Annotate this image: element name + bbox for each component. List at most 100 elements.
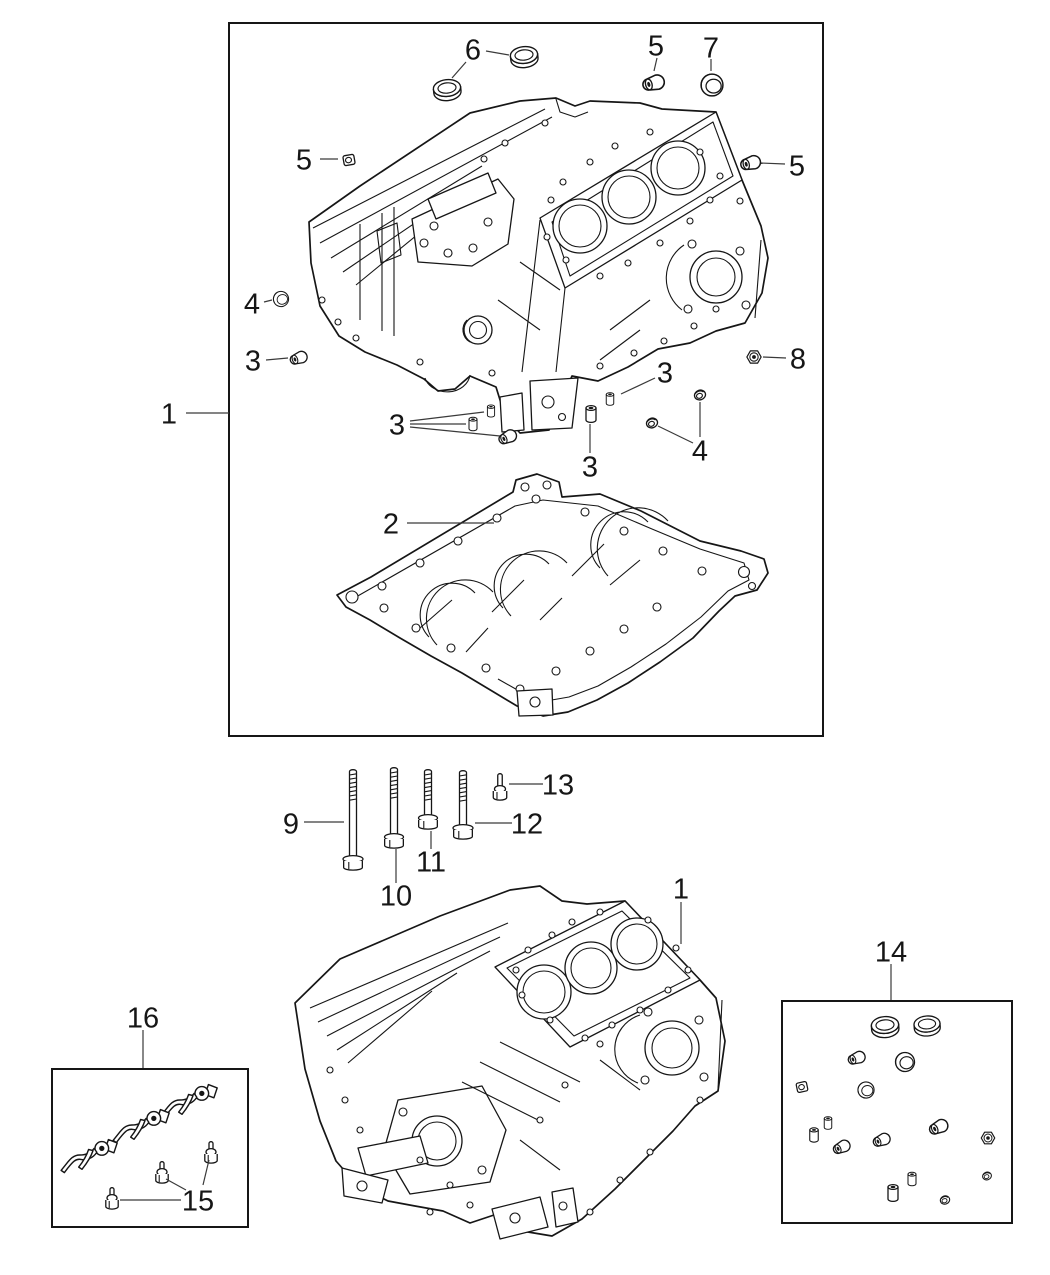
- callout-label-5: 5: [648, 30, 664, 62]
- part-bolt: [383, 767, 405, 849]
- bolt-shank: [389, 767, 399, 838]
- part-jet: [112, 1108, 170, 1144]
- part-cup: [270, 288, 292, 310]
- part-dome: [692, 387, 708, 403]
- bolt-shank: [423, 769, 433, 819]
- gasket-bolt-holes-lower: [512, 908, 692, 1042]
- bolt-shank: [458, 770, 468, 829]
- part-cup: [700, 73, 724, 97]
- part-nut: [980, 1131, 996, 1145]
- part-dome: [644, 415, 660, 431]
- part-plug-m: [887, 1183, 899, 1203]
- part-plug-s: [640, 72, 667, 94]
- part-cup: [893, 1050, 917, 1074]
- leader-line: [451, 61, 467, 79]
- callout-label-3: 3: [657, 357, 673, 389]
- leader-line: [760, 162, 786, 165]
- bedplate-art: [336, 473, 769, 717]
- part-plug-s: [830, 1137, 853, 1157]
- callout-label-6: 6: [465, 34, 481, 66]
- callout-label-3: 3: [245, 345, 261, 377]
- callout-label-5: 5: [789, 150, 805, 182]
- box-assembly: [228, 22, 824, 737]
- callout-label-10: 10: [380, 880, 412, 912]
- bolt-head: [343, 861, 363, 871]
- bolt-head: [105, 1200, 119, 1210]
- part-plug-s: [926, 1116, 951, 1138]
- callout-label-11: 11: [416, 846, 446, 878]
- leader-line: [485, 50, 510, 56]
- leader-line: [762, 356, 787, 359]
- part-ring: [870, 1014, 901, 1040]
- part-plug-m: [823, 1116, 833, 1130]
- callout-label-9: 9: [283, 808, 299, 840]
- bolt-head: [418, 820, 438, 830]
- part-plug-s: [738, 153, 763, 173]
- part-plug-s: [845, 1049, 868, 1068]
- part-cup: [856, 1080, 876, 1100]
- part-bolt: [155, 1161, 169, 1184]
- part-sq: [342, 153, 356, 167]
- bolt-threads: [424, 773, 432, 801]
- part-sq: [795, 1080, 809, 1094]
- block-bolt-holes-lower: [326, 1040, 704, 1216]
- part-ring: [912, 1014, 942, 1038]
- leader-line: [265, 357, 289, 361]
- callout-label-4: 4: [244, 288, 260, 320]
- callout-label-3: 3: [582, 451, 598, 483]
- box-oil-jets: [51, 1068, 249, 1228]
- part-nut: [746, 350, 762, 364]
- part-plug-s: [870, 1130, 893, 1150]
- callout-label-1: 1: [673, 873, 689, 905]
- block-bolt-holes: [318, 119, 744, 377]
- bolt-head: [453, 830, 473, 840]
- leader-line: [409, 426, 501, 437]
- leader-line: [657, 425, 694, 444]
- part-ring: [508, 44, 540, 70]
- part-plug-m: [468, 416, 478, 432]
- part-bolt: [492, 773, 508, 801]
- callout-label-3: 3: [389, 409, 405, 441]
- callout-label-4: 4: [692, 435, 708, 467]
- engine-block-bottom-art: [294, 885, 726, 1240]
- leader-line: [165, 1178, 187, 1191]
- callout-label-12: 12: [511, 808, 543, 840]
- leader-line: [202, 1159, 210, 1186]
- part-ring: [431, 77, 463, 103]
- leader-line: [653, 57, 658, 72]
- part-plug-s: [287, 349, 310, 368]
- part-plug-m: [809, 1127, 819, 1143]
- part-plug-m: [486, 404, 496, 418]
- callout-label-16: 16: [127, 1002, 159, 1034]
- leader-line: [620, 377, 656, 395]
- callout-label-2: 2: [383, 508, 399, 540]
- part-bolt: [417, 769, 439, 830]
- part-dome: [980, 1170, 994, 1182]
- gasket-bolt-holes: [543, 128, 724, 280]
- bolt-head: [384, 839, 404, 849]
- part-bolt: [452, 770, 474, 840]
- part-bolt: [105, 1187, 119, 1210]
- callout-label-7: 7: [703, 32, 719, 64]
- box-plug-kit: [781, 1000, 1013, 1224]
- bolt-threads: [390, 771, 398, 799]
- part-plug-m: [605, 392, 615, 406]
- callout-label-5: 5: [296, 144, 312, 176]
- part-plug-m: [585, 404, 597, 424]
- bolts: [105, 767, 508, 1210]
- callout-label-13: 13: [542, 769, 574, 801]
- part-dome: [938, 1193, 952, 1207]
- callout-label-1: 1: [161, 398, 177, 430]
- part-plug-m: [907, 1171, 917, 1187]
- part-bolt: [342, 769, 364, 871]
- bolt-head: [492, 791, 508, 801]
- engine-block-top-art: [308, 97, 769, 434]
- part-jet: [60, 1138, 118, 1174]
- callout-label-8: 8: [790, 343, 806, 375]
- leader-line: [409, 411, 485, 422]
- leader-line: [263, 299, 273, 303]
- border-boxes: [51, 22, 1013, 1228]
